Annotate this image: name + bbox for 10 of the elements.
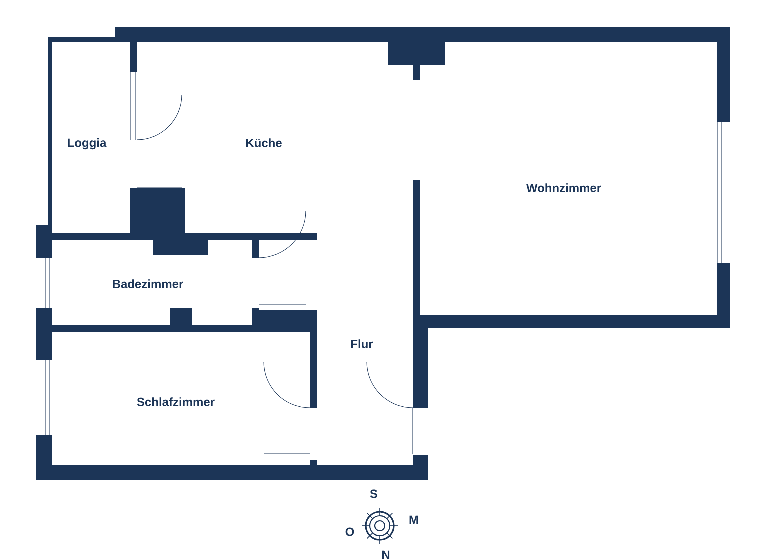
compass-letter: S	[370, 490, 378, 498]
room-label: Schlafzimmer	[137, 398, 215, 406]
room-label: Badezimmer	[113, 280, 184, 288]
compass-letter: M	[410, 516, 418, 524]
compass-letter: O	[346, 528, 354, 536]
room-label: Loggia	[68, 138, 107, 150]
compass-letter: N	[382, 550, 390, 560]
room-label: Wohnzimmer	[526, 184, 602, 192]
room-label: Flur	[351, 340, 374, 348]
room-label: Küche	[246, 138, 282, 148]
